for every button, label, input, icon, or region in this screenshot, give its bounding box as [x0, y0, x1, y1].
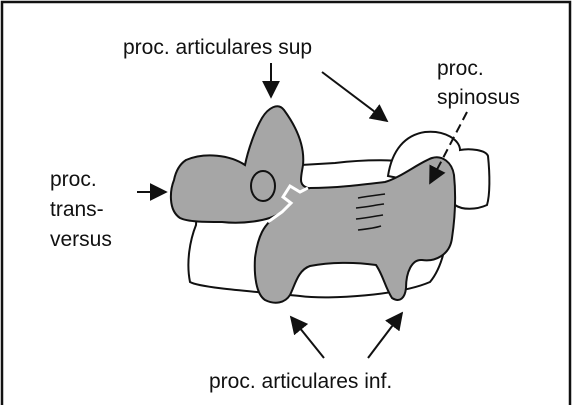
label-articulares-sup: proc. articulares sup: [123, 36, 312, 59]
arrow-articulares-inf-right: [368, 313, 402, 358]
label-articulares-inf: proc. articulares inf.: [209, 370, 392, 393]
label-transversus-line3: versus: [50, 228, 112, 251]
label-spinosus-line1: proc.: [437, 57, 484, 80]
label-transversus-line2: trans-: [50, 198, 104, 221]
arrow-articulares-sup-diagonal: [322, 72, 387, 121]
articular-facet-circle: [251, 171, 275, 201]
label-spinosus-line2: spinosus: [437, 86, 520, 109]
label-transversus-line1: proc.: [50, 168, 97, 191]
arrow-articulares-inf-left: [291, 317, 324, 358]
